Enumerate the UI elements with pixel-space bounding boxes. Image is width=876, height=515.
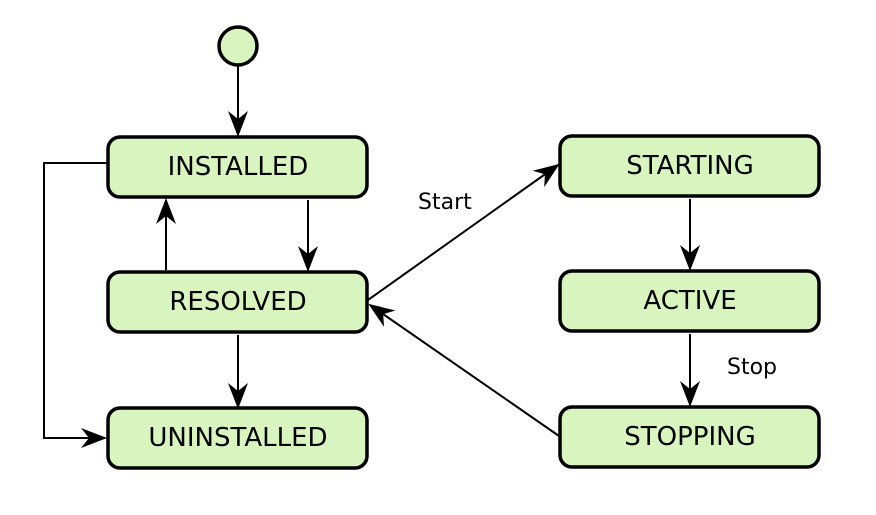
state-stopping-label: STOPPING [624,422,755,452]
state-active-label: ACTIVE [643,286,736,316]
state-installed-label: INSTALLED [168,152,309,182]
state-resolved-label: RESOLVED [169,287,306,317]
state-uninstalled-label: UNINSTALLED [148,423,327,453]
state-installed: INSTALLED [106,135,369,199]
initial-state-node [217,25,259,67]
state-uninstalled: UNINSTALLED [106,406,369,470]
state-stopping: STOPPING [558,405,821,469]
state-resolved: RESOLVED [106,270,369,334]
transition-installed-to-uninstalled [43,162,107,448]
stop-transition-label: Stop [727,355,777,380]
state-starting: STARTING [558,134,821,198]
start-transition-label: Start [418,190,472,215]
transition-stopping-to-resolved [368,303,560,437]
state-active: ACTIVE [558,269,821,333]
transition-resolved-to-starting [367,163,560,301]
state-starting-label: STARTING [626,151,753,181]
